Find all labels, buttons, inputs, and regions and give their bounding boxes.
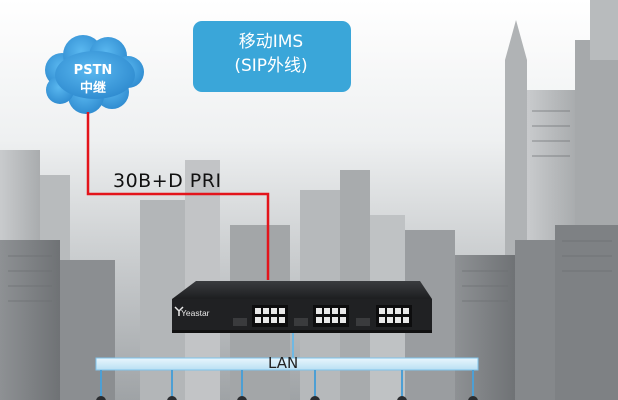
port-block <box>376 305 412 327</box>
yeastar-logo-icon <box>174 306 184 316</box>
ims-box <box>193 21 351 92</box>
gateway-device <box>172 281 432 333</box>
pstn-label-line1: PSTN <box>73 63 113 78</box>
lan-drop-lines <box>100 370 474 400</box>
lan-bus-label: LAN <box>268 354 299 372</box>
pstn-cloud-label: PSTN 中继 <box>48 62 138 98</box>
lan-endpoint-stubs <box>96 396 478 400</box>
pstn-label-line2: 中继 <box>79 81 106 96</box>
pri-link-line <box>86 112 270 280</box>
pstn-cloud-icon <box>45 35 144 114</box>
ims-label-line2: (SIP外线) <box>234 56 308 76</box>
ims-label-line1: 移动IMS <box>238 32 304 52</box>
ims-box-label: 移动IMS (SIP外线) <box>192 30 350 78</box>
port-block <box>252 305 288 327</box>
gateway-brand-label: Yeastar <box>181 308 210 318</box>
lan-bus-bar <box>95 357 479 371</box>
pri-link-label: 30B+D PRI <box>113 170 222 192</box>
port-block <box>313 305 349 327</box>
